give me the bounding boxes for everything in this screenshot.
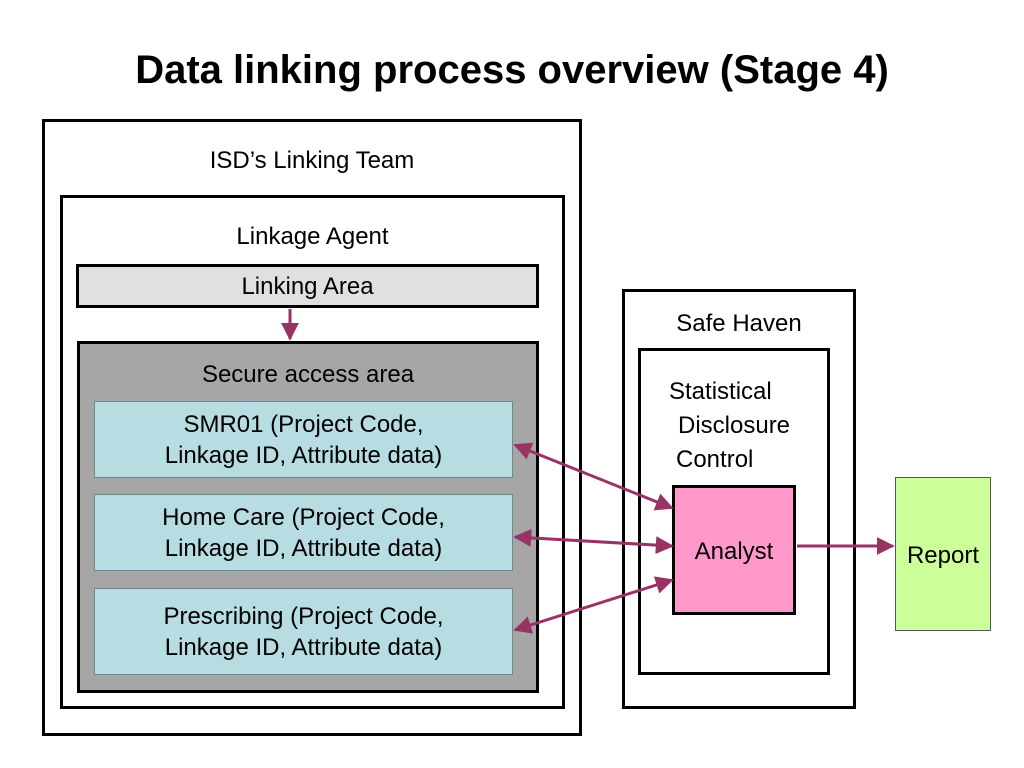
dataset-prescribing-line1: Prescribing (Project Code, (163, 603, 444, 630)
secure-access-area-label: Secure access area (201, 361, 415, 388)
arrow-homecare-analyst (513, 528, 674, 555)
dataset-home-care-line2: Linkage ID, Attribute data) (164, 535, 443, 562)
report-box: Report (895, 477, 991, 631)
dataset-smr01-line2: Linkage ID, Attribute data) (164, 442, 443, 469)
linking-area-box: Linking Area (76, 264, 539, 308)
arrow-smr01-analyst (513, 442, 674, 511)
sdc-label-line2: Disclosure (678, 412, 791, 439)
dataset-home-care: Home Care (Project Code, Linkage ID, Att… (94, 494, 513, 571)
dataset-prescribing: Prescribing (Project Code, Linkage ID, A… (94, 588, 513, 675)
linkage-agent-label: Linkage Agent (236, 223, 389, 250)
sdc-label-line1: Statistical (669, 378, 772, 405)
dataset-smr01-line1: SMR01 (Project Code, (183, 411, 424, 438)
dataset-smr01: SMR01 (Project Code, Linkage ID, Attribu… (94, 401, 513, 478)
isd-label: ISD’s Linking Team (209, 147, 415, 174)
arrow-prescribing-analyst (513, 576, 674, 634)
report-label: Report (906, 542, 980, 569)
sdc-label-line3: Control (676, 446, 754, 473)
safe-haven-label: Safe Haven (676, 310, 802, 337)
page-title: Data linking process overview (Stage 4) (135, 48, 889, 92)
linking-area-label: Linking Area (241, 273, 374, 300)
analyst-label: Analyst (694, 538, 774, 565)
dataset-prescribing-line2: Linkage ID, Attribute data) (164, 634, 443, 661)
dataset-home-care-line1: Home Care (Project Code, (162, 504, 445, 531)
